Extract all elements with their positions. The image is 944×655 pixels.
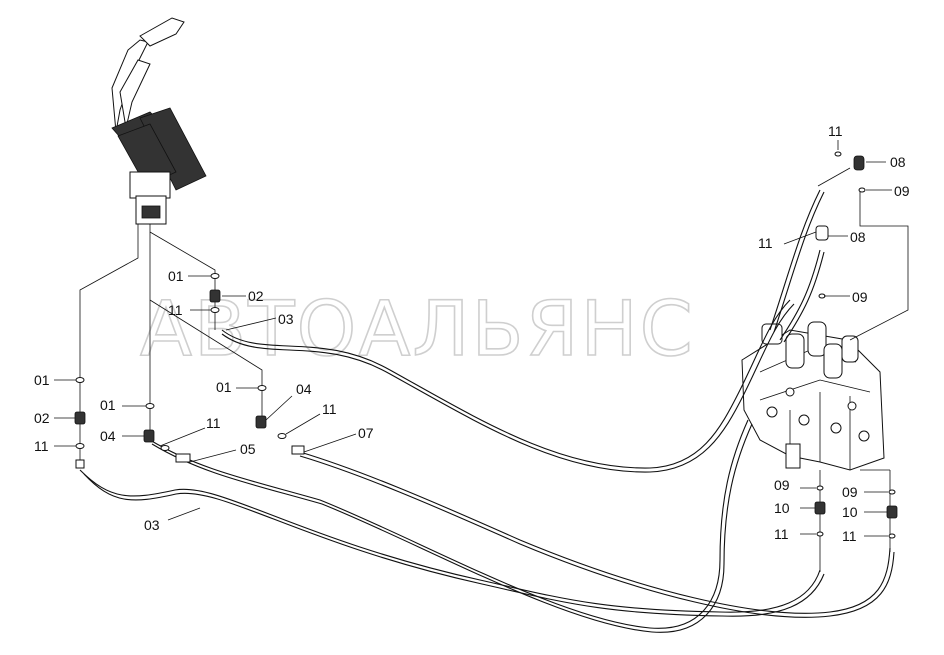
part-labels: 01 02 11 01 04 11 05 01 02 11 03 01 04 1… — [34, 123, 910, 544]
label-11-left: 11 — [34, 438, 49, 454]
label-11-lower-right-a: 11 — [774, 526, 789, 542]
label-01-center-left: 01 — [100, 397, 116, 413]
label-03-bottom: 03 — [144, 517, 160, 533]
pilot-pedal-assembly — [111, 17, 207, 225]
label-08-upper-right: 08 — [890, 154, 906, 170]
label-leaders — [54, 140, 892, 537]
label-09-mid-right: 09 — [852, 289, 868, 305]
control-valve-block — [741, 321, 885, 471]
label-04-center-left: 04 — [100, 428, 116, 444]
label-11-mid: 11 — [322, 401, 337, 417]
watermark: АВТОАЛЬЯНС — [140, 284, 695, 373]
label-09-lower-right-b: 09 — [842, 484, 858, 500]
label-05: 05 — [240, 441, 256, 457]
label-01-mid: 01 — [216, 379, 232, 395]
label-11-center-left: 11 — [206, 415, 221, 431]
label-07: 07 — [358, 425, 374, 441]
pilot-hoses — [79, 167, 909, 633]
label-01-left: 01 — [34, 372, 50, 388]
label-11-top: 11 — [168, 302, 183, 318]
label-08-mid-right: 08 — [850, 229, 866, 245]
label-11-upper-right: 11 — [828, 123, 843, 139]
label-10-lower-right-a: 10 — [774, 500, 790, 516]
label-04-mid: 04 — [296, 381, 312, 397]
label-02-top: 02 — [248, 288, 264, 304]
label-11-lower-right-b: 11 — [842, 528, 857, 544]
label-09-lower-right-a: 09 — [774, 477, 790, 493]
label-10-lower-right-b: 10 — [842, 504, 858, 520]
label-03-top: 03 — [278, 311, 294, 327]
fittings — [74, 151, 898, 539]
label-01-top: 01 — [168, 268, 184, 284]
label-09-upper-right: 09 — [894, 183, 910, 199]
label-11-mid-right: 11 — [758, 235, 773, 251]
label-02-left: 02 — [34, 410, 50, 426]
